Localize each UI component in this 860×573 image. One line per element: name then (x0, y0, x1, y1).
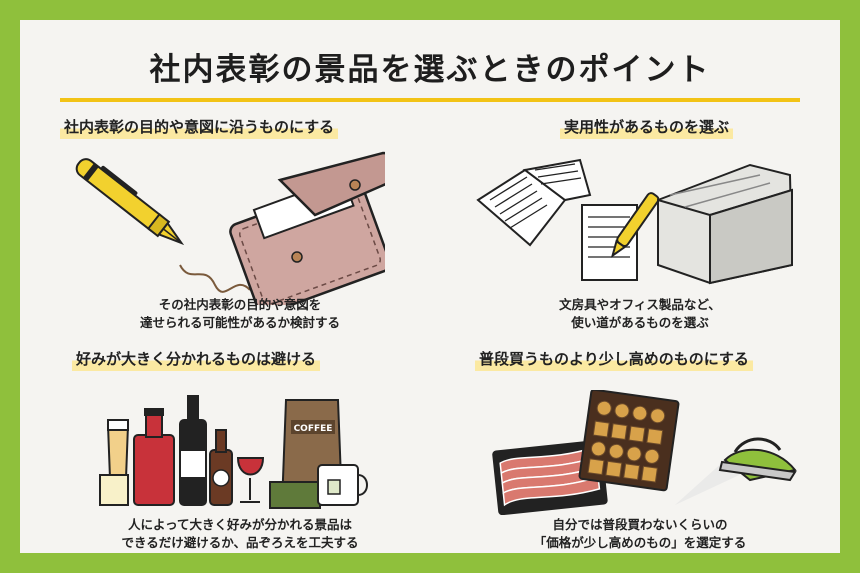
section-4-description: 自分では普段買わないくらいの 「価格が少し高めのもの」を選定する (440, 516, 840, 552)
section-3-desc-line-1: 人によって大きく好みが分かれる景品は (127, 517, 352, 532)
fountain-pen-icon (75, 158, 251, 293)
notepad-icon (581, 192, 660, 281)
coffee-box-icon (269, 481, 321, 509)
coffee-bag-label: COFFEE (294, 424, 333, 434)
wine-glass-icon (236, 457, 265, 503)
section-1-desc-line-2: 達せられる可能性があるか検討する (139, 315, 340, 330)
section-2-description: 文房具やオフィス製品など、 使い道があるものを選ぶ (440, 296, 840, 332)
pen-and-card-case-illustration (75, 151, 385, 305)
section-3-description: 人によって大きく好みが分かれる景品は できるだけ避けるか、品ぞろえを工夫する (60, 516, 420, 552)
section-3-heading: 好みが大きく分かれるものは避ける (72, 348, 321, 371)
title-underline (60, 98, 800, 102)
section-4-desc-line-2: 「価格が少し高めのもの」を選定する (533, 535, 747, 550)
stationery-illustration (476, 158, 794, 285)
open-notebook-icon (476, 158, 592, 247)
sliced-meat-icon (492, 439, 608, 515)
coffee-mug-icon (317, 464, 368, 506)
beer-bottle-icon (209, 429, 233, 506)
steam-iron-icon (675, 437, 797, 505)
section-2-desc-line-1: 文房具やオフィス製品など、 (559, 297, 721, 312)
section-1-desc-line-1: その社内表彰の目的や意図を (158, 297, 322, 312)
page-title: 社内表彰の景品を選ぶときのポイント (149, 52, 711, 88)
section-4-heading: 普段買うものより少し高めのものにする (475, 348, 753, 371)
drinks-and-coffee-illustration: COFFEE (99, 395, 368, 509)
section-2-desc-line-2: 使い道があるものを選ぶ (571, 315, 709, 330)
section-3-desc-line-2: できるだけ避けるか、品ぞろえを工夫する (121, 535, 359, 550)
section-1-heading: 社内表彰の目的や意図に沿うものにする (60, 116, 339, 139)
chocolate-box-icon (578, 390, 680, 492)
whisky-glass-icon (99, 474, 129, 506)
premium-goods-illustration (492, 390, 797, 515)
wine-bottle-icon (179, 395, 207, 506)
card-case-icon (229, 151, 385, 305)
whisky-bottle-icon (133, 408, 175, 506)
section-4-desc-line-1: 自分では普段買わないくらいの (552, 517, 728, 532)
section-2-heading: 実用性があるものを選ぶ (560, 116, 734, 139)
section-1-description: その社内表彰の目的や意図を 達せられる可能性があるか検討する (60, 296, 420, 332)
desk-organizer-icon (657, 163, 794, 285)
content-panel: 社内表彰の景品を選ぶときのポイント 社内表彰の目的や意図に沿うものにする (20, 20, 840, 553)
